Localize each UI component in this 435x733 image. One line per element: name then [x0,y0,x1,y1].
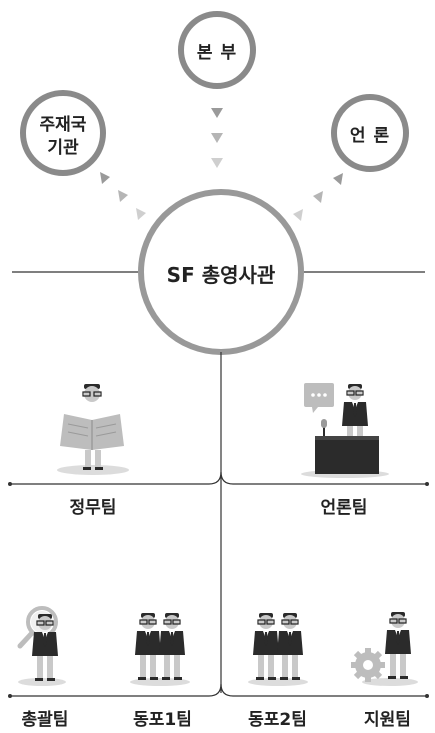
team-label-general: 총괄팀 [21,710,69,730]
hq-circle [178,11,256,89]
team-label-support: 지원팀 [364,710,411,730]
arrow-group-press [293,173,343,221]
media-team-illustration [301,383,389,478]
team-label-compatriot2: 동포2팀 [248,710,307,730]
politics-team-illustration [57,384,129,475]
arrow-marker [100,172,110,184]
arrow-marker [293,209,303,221]
arrow-marker [136,208,146,220]
press-label: 언 론 [349,126,391,146]
arrow-marker [211,158,223,168]
compatriot2-team-illustration [248,612,308,686]
arrow-marker [211,108,223,118]
divider-dot [425,482,429,486]
arrow-marker [118,190,128,202]
center-label: SF 총영사관 [166,263,276,287]
arrow-marker [211,133,223,143]
agencies-label-line2: 기관 [47,138,79,158]
arrow-marker [313,191,323,203]
agencies-circle [20,90,106,176]
divider-dot [8,694,12,698]
divider-dot [8,482,12,486]
general-team-illustration [17,606,66,686]
support-team-illustration [351,611,418,686]
lower-divider [10,683,427,697]
agencies-label-line1: 주재국 [39,115,87,135]
divider-dot [425,694,429,698]
press-circle [331,94,409,172]
team-label-politics: 정무팀 [69,498,117,518]
hq-label: 본 부 [196,43,238,63]
team-label-media: 언론팀 [320,498,368,518]
arrow-group-agencies [100,172,146,220]
arrow-marker [333,173,343,185]
team-label-compatriot1: 동포1팀 [133,710,192,730]
arrow-group-hq [211,108,223,168]
upper-divider [10,471,427,485]
compatriot1-team-illustration [130,612,190,686]
